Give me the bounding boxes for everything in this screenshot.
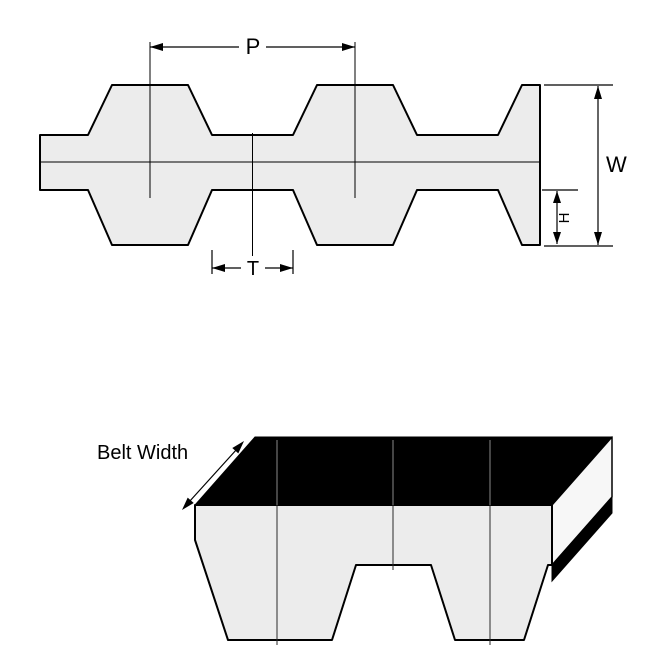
belt-width-arrowhead-top: [232, 441, 244, 454]
dimension-tooth-width: T: [211, 250, 294, 280]
tooth-width-arrowhead-left: [212, 264, 225, 272]
belt-width-label: Belt Width: [97, 442, 188, 464]
tooth-width-arrowhead-right: [280, 264, 293, 272]
belt-top-face: [193, 436, 614, 506]
pitch-label: P: [246, 34, 261, 59]
belt-width-arrow-line: [188, 448, 238, 503]
isometric-view: Belt Width: [97, 436, 614, 645]
tooth-width-label: T: [247, 258, 259, 280]
cross-section-view: P W H T: [39, 34, 627, 280]
dimension-overall-width: W: [544, 84, 627, 247]
width-arrowhead-top: [594, 86, 602, 99]
width-arrowhead-bottom: [594, 232, 602, 245]
overall-width-label: W: [606, 152, 627, 177]
belt-front-face: [194, 504, 553, 641]
height-arrowhead-top: [553, 191, 561, 203]
pitch-arrowhead-right: [342, 43, 355, 51]
dimension-pitch: P: [150, 34, 355, 59]
tooth-height-label: H: [556, 213, 573, 224]
pitch-arrowhead-left: [150, 43, 163, 51]
belt-width-arrowhead-bottom: [182, 497, 194, 510]
height-arrowhead-bottom: [553, 232, 561, 244]
dimension-tooth-height: H: [542, 189, 578, 244]
belt-width-annotation: Belt Width: [97, 441, 244, 510]
belt-profile: [39, 84, 541, 246]
belt-end-underside: [551, 495, 613, 583]
